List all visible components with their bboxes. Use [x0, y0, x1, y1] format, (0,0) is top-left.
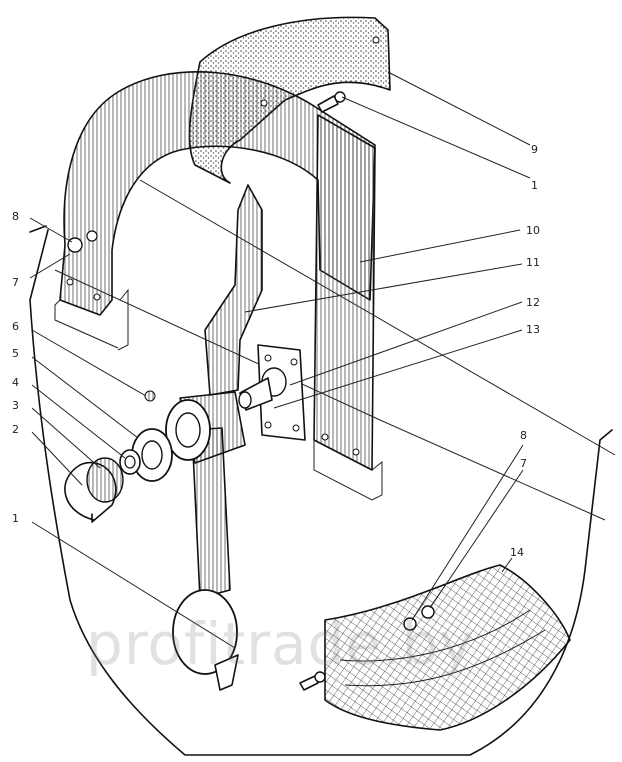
mesh-panel [324, 564, 571, 731]
callout-7-right: 7 [520, 457, 527, 470]
callout-labels: 9 1 10 11 12 13 8 7 14 8 7 6 5 4 3 2 1 [12, 143, 540, 559]
vertical-plate [313, 114, 376, 471]
callout-8-right: 8 [520, 429, 527, 442]
callout-11: 11 [526, 256, 540, 269]
nut-upper [67, 237, 83, 253]
screw-upper [317, 91, 346, 113]
bearing-stack [64, 390, 173, 523]
callout-1-lower: 1 [12, 512, 19, 525]
washer-lower [403, 617, 417, 631]
callout-12: 12 [526, 296, 540, 309]
hub-bushing [165, 391, 246, 464]
callout-8-left: 8 [12, 210, 19, 223]
callout-1-upper: 1 [531, 179, 538, 192]
arm-disc [172, 589, 239, 691]
screw-lower [299, 671, 326, 691]
washer-upper [86, 230, 98, 242]
callout-3: 3 [12, 399, 19, 412]
callout-10: 10 [526, 224, 540, 237]
callout-7-left: 7 [12, 276, 19, 289]
shaft-arm [204, 184, 263, 396]
callout-4: 4 [12, 376, 19, 389]
callout-2: 2 [12, 423, 19, 436]
leader-lines [29, 71, 531, 649]
callout-13: 13 [526, 323, 540, 336]
watermark: profitrade.by [86, 610, 475, 678]
callout-5: 5 [12, 347, 19, 360]
nut-lower [421, 605, 435, 619]
callout-14: 14 [510, 546, 524, 559]
callout-6: 6 [12, 320, 19, 333]
callout-9: 9 [531, 143, 538, 156]
